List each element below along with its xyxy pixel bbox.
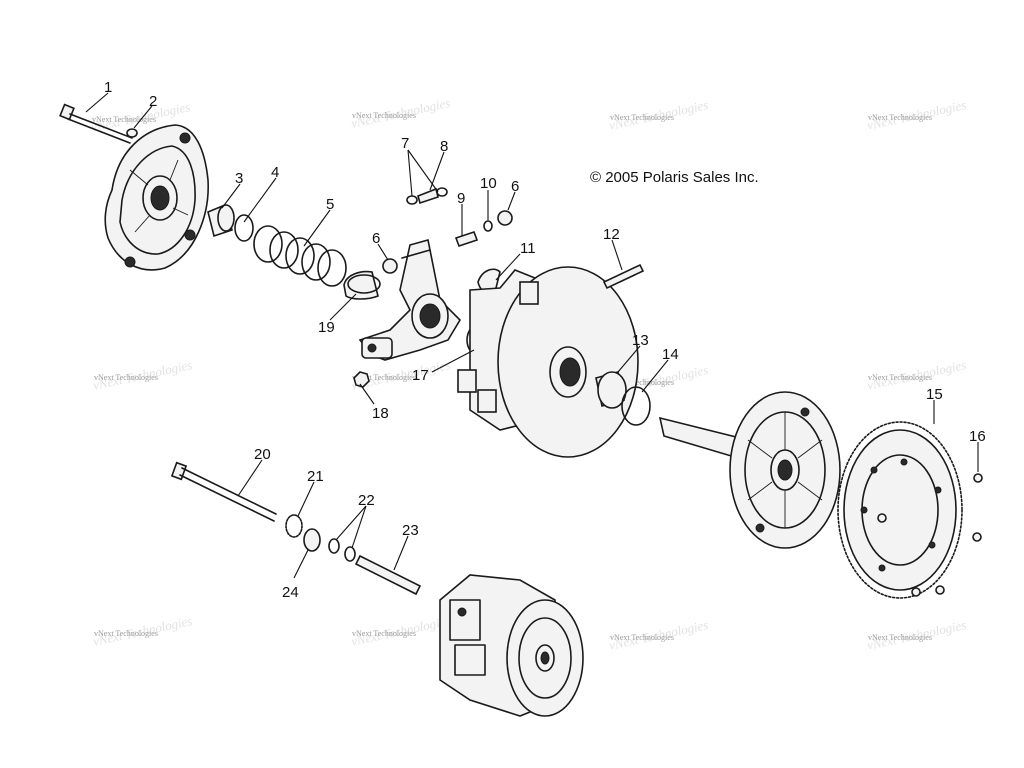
- part-13-bushing: [595, 371, 627, 409]
- callout-6-left: 6: [372, 230, 380, 247]
- callout-17: 17: [412, 367, 429, 384]
- part-23-pin: [354, 554, 422, 596]
- part-2-washer: [126, 128, 138, 138]
- callout-4: 4: [271, 164, 279, 181]
- watermark-text: vNext Technologies: [610, 378, 674, 387]
- callout-14: 14: [662, 346, 679, 363]
- watermark-text: vNext Technologies: [868, 113, 932, 122]
- callout-leaders: [85, 92, 979, 579]
- callout-15: 15: [926, 386, 943, 403]
- part-21-lock-washer: [285, 514, 303, 538]
- part-6-roller-right: [497, 210, 513, 226]
- part-20-bolt: [170, 461, 277, 522]
- part-16-screws: [877, 473, 983, 597]
- copyright-text: © 2005 Polaris Sales Inc.: [590, 169, 759, 186]
- part-3-bushing: [207, 203, 235, 238]
- part-22-ring-b: [344, 546, 356, 562]
- callout-numbers: 1 2 3 4 5 6 6 7 8 9 10 11 12 13 14 15 16…: [104, 79, 986, 601]
- callout-20: 20: [254, 446, 271, 463]
- part-12-pin: [602, 263, 645, 290]
- part-spider-arm: [358, 238, 462, 361]
- callout-12: 12: [603, 226, 620, 243]
- part-7-8-pin-rings: [406, 187, 448, 205]
- part-22-ring-a: [328, 538, 340, 554]
- part-1-bolt: [59, 103, 133, 144]
- watermark-text: vNext Technologies: [94, 373, 158, 382]
- callout-3: 3: [235, 170, 243, 187]
- part-19-cup: [343, 270, 381, 300]
- callout-2: 2: [149, 93, 157, 110]
- watermark-text: vNext Technologies: [610, 113, 674, 122]
- callout-22: 22: [358, 492, 375, 509]
- callout-1: 1: [104, 79, 112, 96]
- part-clutch-assembly: [439, 574, 584, 717]
- watermark-text: vNext Technologies: [94, 629, 158, 638]
- callout-11: 11: [520, 240, 536, 257]
- part-18-nut: [353, 371, 370, 388]
- callout-23: 23: [402, 522, 419, 539]
- callout-21: 21: [307, 468, 324, 485]
- callout-6-right: 6: [511, 178, 519, 195]
- part-5-spring: [253, 225, 347, 287]
- callout-16: 16: [969, 428, 986, 445]
- watermark-text: vNext Technologies: [610, 633, 674, 642]
- callout-9: 9: [457, 190, 465, 207]
- part-moveable-sheave: [457, 266, 639, 458]
- callout-5: 5: [326, 196, 334, 213]
- part-4-snap-ring: [234, 214, 254, 242]
- part-6-roller-left: [382, 258, 398, 274]
- part-15-ring-gear: [837, 421, 963, 599]
- part-10-washer: [483, 220, 493, 232]
- watermark-text: vNext Technologies: [352, 629, 416, 638]
- callout-13: 13: [632, 332, 649, 349]
- callout-10: 10: [480, 175, 497, 192]
- callout-24: 24: [282, 584, 299, 601]
- part-24-washer: [303, 528, 321, 552]
- part-9-pin: [454, 230, 479, 248]
- callout-19: 19: [318, 319, 335, 336]
- part-spider-cover: [104, 124, 209, 271]
- watermark-text: vNext Technologies: [868, 373, 932, 382]
- callout-8: 8: [440, 138, 448, 155]
- watermark-text: vNext Technologies: [92, 115, 156, 124]
- watermark-text: vNext Technologies: [352, 111, 416, 120]
- watermark-text: vNext Technologies: [868, 633, 932, 642]
- part-fixed-sheave-shaft: [658, 391, 841, 549]
- callout-18: 18: [372, 405, 389, 422]
- part-14-ring: [621, 386, 651, 426]
- watermark-text: vNext Technologies: [352, 373, 416, 382]
- callout-7: 7: [401, 135, 409, 152]
